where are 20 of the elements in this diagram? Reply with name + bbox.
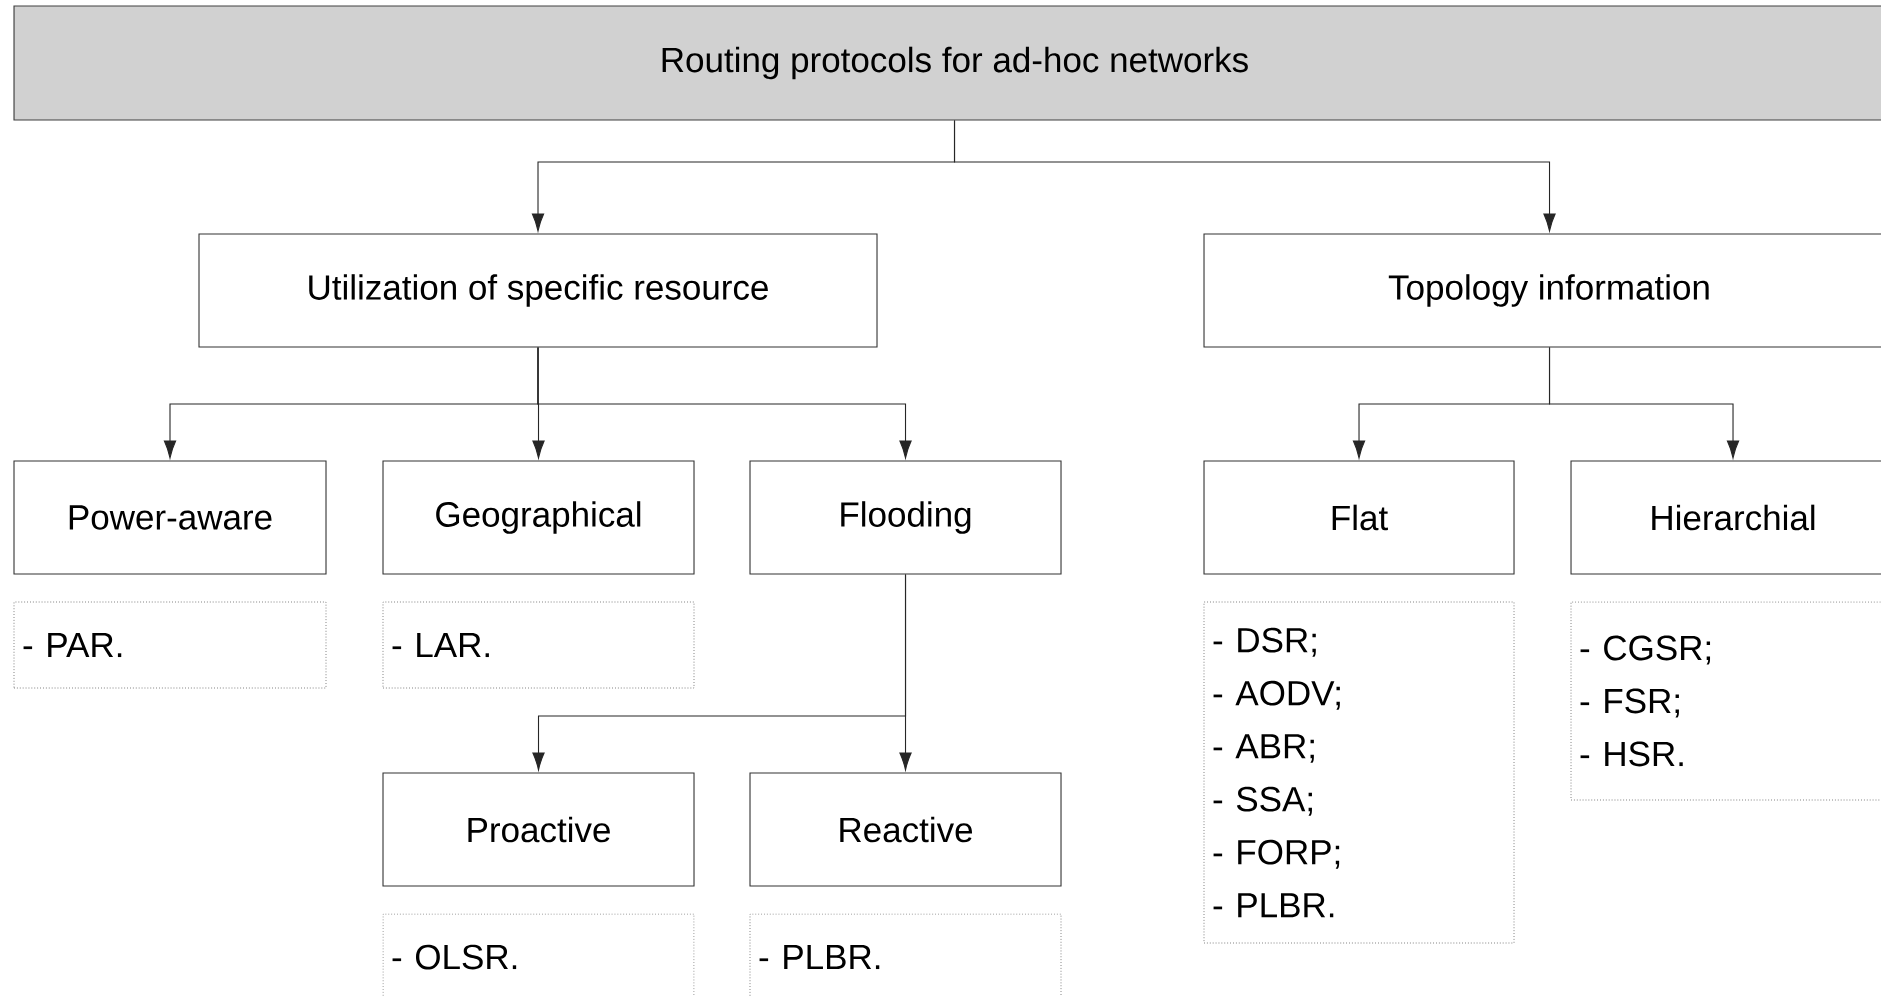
category-box: Proactive [382,772,695,887]
protocol-list-box: - DSR; - AODV; - ABR; - SSA; - FORP; - PLBR. [1203,601,1515,944]
category-box: Utilization of specific resource [198,233,878,348]
arrow [953,120,1556,232]
protocol-list-box: - PLBR. [749,913,1062,996]
category-box: Topology information [1203,233,1881,348]
arrow [537,347,912,459]
category-box: Flooding [749,460,1062,575]
category-box: Flat [1203,460,1515,575]
title-box: Routing protocols for ad-hoc networks [13,5,1881,121]
protocol-list-box: - OLSR. [382,913,695,996]
protocol-list-box: - CGSR; - FSR; - HSR. [1570,601,1881,801]
category-box: Power-aware [13,460,327,575]
protocol-list-box: - PAR. [13,601,327,689]
category-box: Hierarchial [1570,460,1881,575]
arrow [1548,347,1740,459]
protocol-list-box: - LAR. [382,601,695,689]
category-box: Geographical [382,460,695,575]
category-box: Reactive [749,772,1062,887]
arrow [899,574,912,771]
